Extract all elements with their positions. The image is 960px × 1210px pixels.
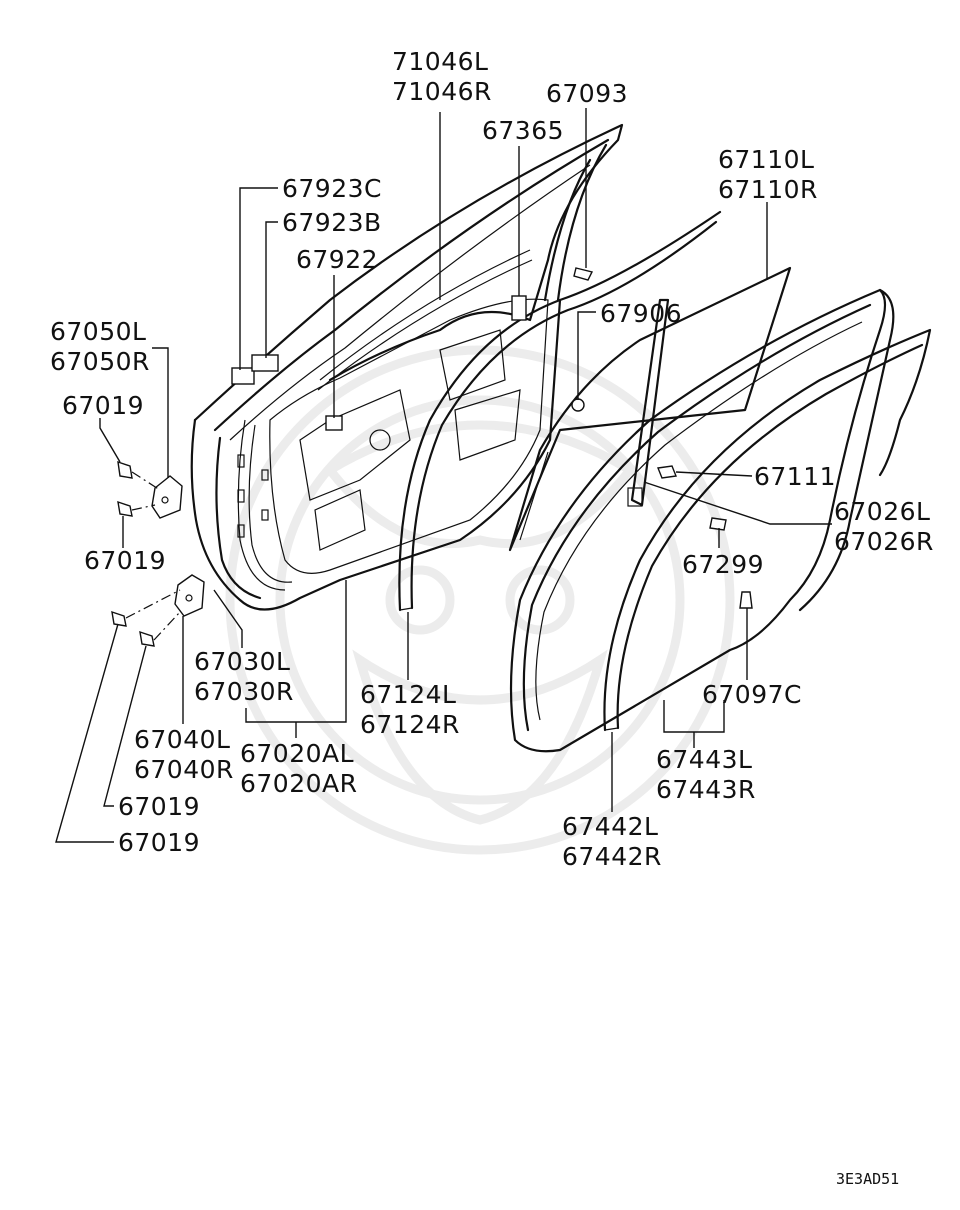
label-67093: 67093	[546, 79, 628, 108]
sash-molding-drawing	[317, 249, 533, 391]
label-67050L: 67050L	[50, 317, 146, 346]
callout-labels: 71046L 71046R 67093 67365 67110L 67110R …	[50, 47, 934, 871]
label-67030L: 67030L	[194, 647, 290, 676]
label-67019-d: 67019	[118, 828, 200, 857]
label-71046R: 71046R	[392, 77, 492, 106]
label-67443R: 67443R	[656, 775, 756, 804]
label-67019-c: 67019	[118, 792, 200, 821]
label-71046L: 71046L	[392, 47, 488, 76]
clip-67922-drawing	[325, 415, 343, 431]
label-67443L: 67443L	[656, 745, 752, 774]
label-67923B: 67923B	[282, 208, 382, 237]
label-67124L: 67124L	[360, 680, 456, 709]
label-67030R: 67030R	[194, 677, 294, 706]
bolt-67019-upper-b	[117, 500, 156, 517]
label-67050R: 67050R	[50, 347, 150, 376]
label-67020AL: 67020AL	[240, 739, 354, 768]
label-67906: 67906	[600, 299, 682, 328]
clip-67923-drawing	[231, 354, 279, 385]
bolt-67019-lower-a	[111, 589, 181, 627]
label-67110R: 67110R	[718, 175, 818, 204]
door-glass-drawing	[508, 266, 792, 552]
label-67922: 67922	[296, 245, 378, 274]
clip-67097C-drawing	[739, 591, 753, 609]
label-67026R: 67026R	[834, 527, 934, 556]
label-67124R: 67124R	[360, 710, 460, 739]
label-67111: 67111	[754, 462, 836, 491]
label-67442R: 67442R	[562, 842, 662, 871]
clip-67111-drawing	[657, 465, 677, 479]
label-67040L: 67040L	[134, 725, 230, 754]
label-67019-b: 67019	[84, 546, 166, 575]
label-67442L: 67442L	[562, 812, 658, 841]
watermark-emblem	[225, 345, 735, 855]
label-67110L: 67110L	[718, 145, 814, 174]
door-panel-drawing	[190, 123, 624, 611]
figure-code: 3E3AD51	[836, 1170, 899, 1188]
leader-lines	[55, 108, 832, 843]
clip-67365-drawing	[511, 295, 527, 321]
label-67097C: 67097C	[702, 680, 802, 709]
screw-67299-drawing	[709, 517, 727, 531]
bolt-67019-upper-a	[117, 460, 161, 491]
weatherstrip-67442-drawing	[603, 328, 932, 732]
label-67040R: 67040R	[134, 755, 234, 784]
channel-67026-drawing	[627, 298, 670, 507]
label-67923C: 67923C	[282, 174, 382, 203]
label-67019-a: 67019	[62, 391, 144, 420]
label-67299: 67299	[682, 550, 764, 579]
clip-67906-drawing	[571, 398, 585, 412]
label-67020AR: 67020AR	[240, 769, 358, 798]
lower-hinge-drawing	[174, 574, 205, 617]
bolt-67019-lower-b	[139, 611, 181, 647]
upper-hinge-drawing	[151, 475, 183, 519]
opening-weatherstrip-drawing	[509, 288, 895, 753]
screw-67093-drawing	[573, 267, 594, 281]
weatherstrip-67124-drawing	[398, 210, 722, 612]
label-67365: 67365	[482, 116, 564, 145]
label-67026L: 67026L	[834, 497, 930, 526]
